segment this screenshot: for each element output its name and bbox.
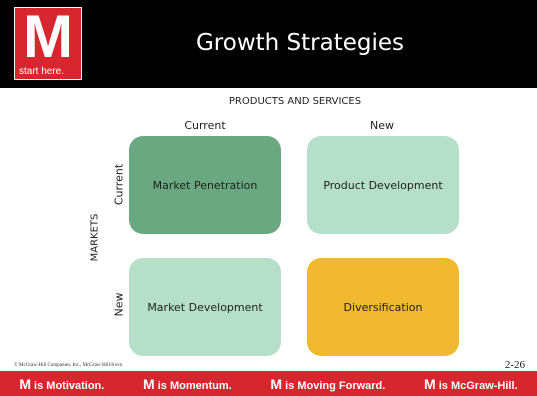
- slogan-3: M is Moving Forward.: [270, 375, 386, 392]
- slogan-4: M is McGraw-Hill.: [424, 375, 518, 392]
- logo-letter: M: [23, 3, 73, 70]
- top-axis-label: PRODUCTS AND SERVICES: [228, 96, 362, 107]
- cell-product-development: Product Development: [307, 136, 459, 234]
- page-number: 2-26: [504, 359, 525, 371]
- row-label-current: Current: [112, 163, 126, 206]
- slogan-2: M is Momentum.: [143, 375, 232, 392]
- slogan-bar: M is Motivation. M is Momentum. M is Mov…: [0, 371, 537, 396]
- cell-market-penetration: Market Penetration: [129, 136, 281, 234]
- row-label-new: New: [112, 292, 126, 317]
- mcgraw-hill-logo: M start here.: [14, 7, 82, 80]
- column-label-new: New: [370, 119, 394, 132]
- slide-title: Growth Strategies: [195, 30, 405, 56]
- column-label-current: Current: [184, 119, 226, 132]
- cell-market-development: Market Development: [129, 258, 281, 356]
- copyright-credit: © McGraw-Hill Companies, Inc., McGraw-Hi…: [14, 363, 123, 368]
- side-axis-label: MARKETS: [89, 213, 101, 262]
- slide-header: M start here. Growth Strategies: [0, 0, 537, 88]
- slogan-1: M is Motivation.: [19, 375, 105, 392]
- cell-diversification: Diversification: [307, 258, 459, 356]
- logo-tagline: start here.: [19, 66, 65, 77]
